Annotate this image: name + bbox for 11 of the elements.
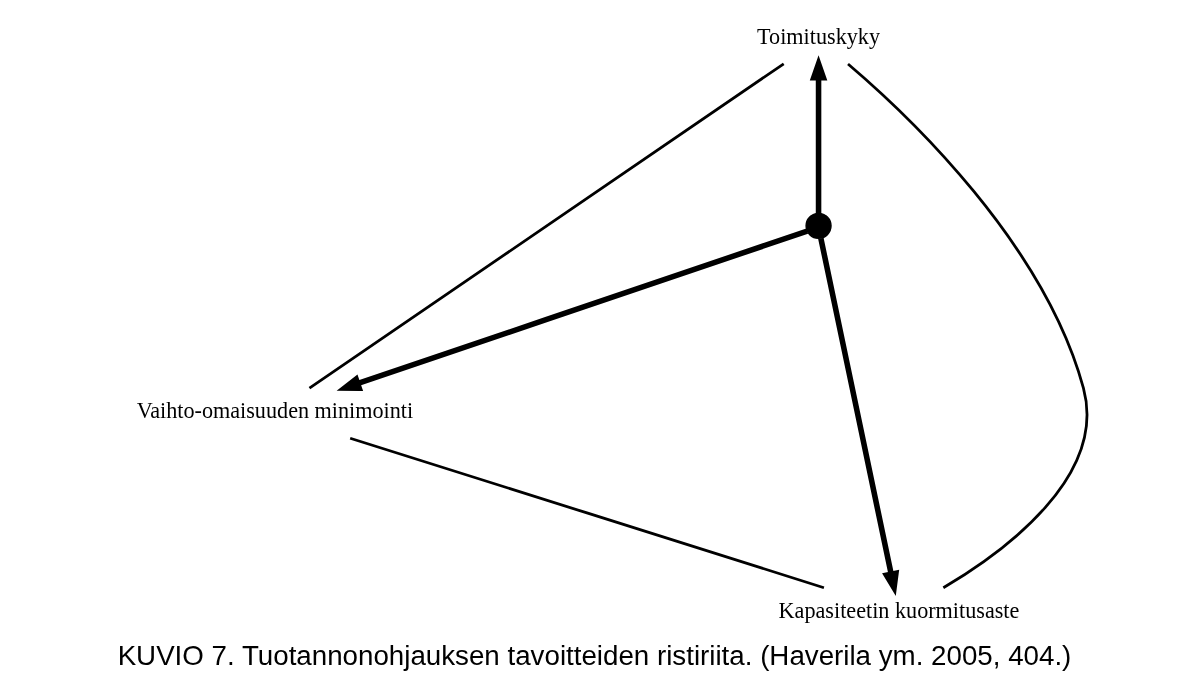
node-text: Toimituskyky bbox=[757, 23, 880, 49]
arrow bbox=[818, 237, 900, 596]
connector bbox=[308, 62, 785, 390]
connector bbox=[847, 62, 1089, 589]
arrow bbox=[809, 55, 828, 214]
arrow bbox=[336, 228, 809, 391]
connector bbox=[349, 436, 825, 590]
node-text: Vaihto-omaisuuden minimointi bbox=[136, 398, 414, 424]
caption: KUVIO 7. Tuotannonohjauksen tavoitteiden ristiriita. (Haverila ym. 2005, 404.) bbox=[117, 640, 1072, 672]
node-text: Kapasiteetin kuormitusaste bbox=[778, 598, 1020, 624]
node-circle bbox=[805, 212, 832, 239]
